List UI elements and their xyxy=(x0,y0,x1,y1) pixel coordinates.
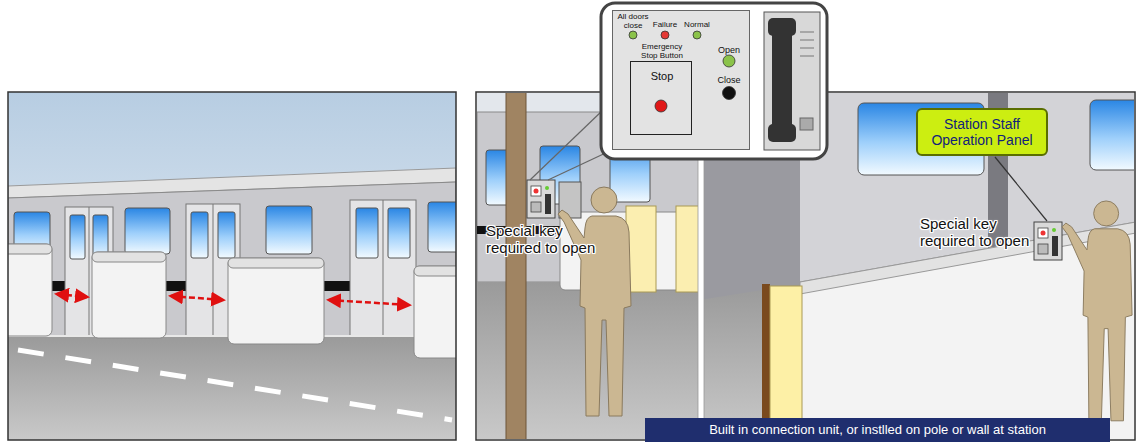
control-panel: All doors closeFailureNormalOpenClose Eme… xyxy=(612,10,750,150)
screen-door-panel xyxy=(8,244,52,336)
pole-scene xyxy=(676,206,698,292)
zoom-callout xyxy=(764,12,820,150)
zoom-callout xyxy=(800,32,814,33)
zoom-callout xyxy=(601,3,827,159)
control-panel-text: Normal xyxy=(677,20,717,29)
control-panel-text: Close xyxy=(709,75,749,85)
platform-scene xyxy=(8,92,456,440)
pole-scene xyxy=(506,93,526,439)
train-door xyxy=(388,208,410,258)
screen-door-panel xyxy=(8,244,52,254)
screen-door-panel xyxy=(8,244,456,358)
zoom-callout xyxy=(530,110,603,180)
train-door xyxy=(356,208,378,258)
zoom-callout xyxy=(768,18,796,36)
caption-band-text: Built in connection unit, or instlled on… xyxy=(709,422,1046,438)
platform-scene xyxy=(8,92,456,440)
train-door xyxy=(213,204,214,340)
callout-label: Special key required to open xyxy=(920,215,1042,249)
zoom-callout xyxy=(800,40,814,41)
panel-frame xyxy=(8,92,456,440)
screen-door-scene xyxy=(1090,100,1134,170)
zoom-callout xyxy=(800,56,814,57)
screen-door-scene xyxy=(1062,201,1132,421)
callout-box: Station Staff Operation Panel xyxy=(916,108,1048,156)
train-door xyxy=(70,215,85,259)
platform-scene xyxy=(8,336,456,440)
platform-scene xyxy=(125,208,170,254)
callout-box-text: Station Staff Operation Panel xyxy=(926,116,1038,148)
screen-door-panel xyxy=(92,252,166,262)
zoom-callout xyxy=(800,118,813,130)
screen-door-panel xyxy=(228,258,324,344)
zoom-callout xyxy=(530,3,827,180)
door-motion-arrow xyxy=(57,294,87,297)
indicator-lamp xyxy=(723,87,736,100)
screen-door-scene xyxy=(770,286,802,439)
platform-scene xyxy=(18,350,452,420)
screen-door-panel xyxy=(414,266,456,276)
train-door xyxy=(350,200,416,340)
door-motion-arrow xyxy=(171,296,223,300)
stop-button-box: Emergency Stop ButtonStop xyxy=(630,61,692,135)
screen-door-scene xyxy=(762,284,770,439)
pole-scene xyxy=(558,187,631,416)
zoom-callout xyxy=(548,150,612,180)
control-panel-text: All doors close xyxy=(613,12,653,30)
zoom-callout xyxy=(772,18,792,142)
train-door xyxy=(89,207,90,340)
pole-scene xyxy=(527,180,555,218)
platform-scene xyxy=(428,202,456,252)
indicator-lamp xyxy=(693,31,701,39)
indicator-lamp xyxy=(655,100,667,112)
leader-line xyxy=(995,157,1047,221)
door-motion-arrow xyxy=(57,294,409,305)
indicator-lamp xyxy=(629,31,637,39)
platform-scene xyxy=(266,206,312,254)
train-door xyxy=(191,212,208,258)
screen-door-panel xyxy=(92,252,166,338)
stop-button-box-text: Stop xyxy=(633,70,691,82)
zoom-callout xyxy=(800,48,814,49)
control-panel-text: Failure xyxy=(645,20,685,29)
train-door xyxy=(383,200,384,340)
screen-door-scene xyxy=(1034,222,1062,260)
screen-door-panel xyxy=(228,258,324,268)
indicator-lamp xyxy=(661,31,669,39)
door-motion-arrow xyxy=(329,300,409,305)
control-panel-text: Open xyxy=(709,45,749,55)
indicator-lamp xyxy=(723,55,735,67)
caption-band: Built in connection unit, or instlled on… xyxy=(645,418,1110,442)
train-door xyxy=(218,212,235,258)
stop-button-box-text: Emergency Stop Button xyxy=(635,42,689,60)
screen-door-panel xyxy=(414,266,456,358)
callout-label: Special key required to open xyxy=(486,222,608,256)
zoom-callout xyxy=(768,124,796,142)
